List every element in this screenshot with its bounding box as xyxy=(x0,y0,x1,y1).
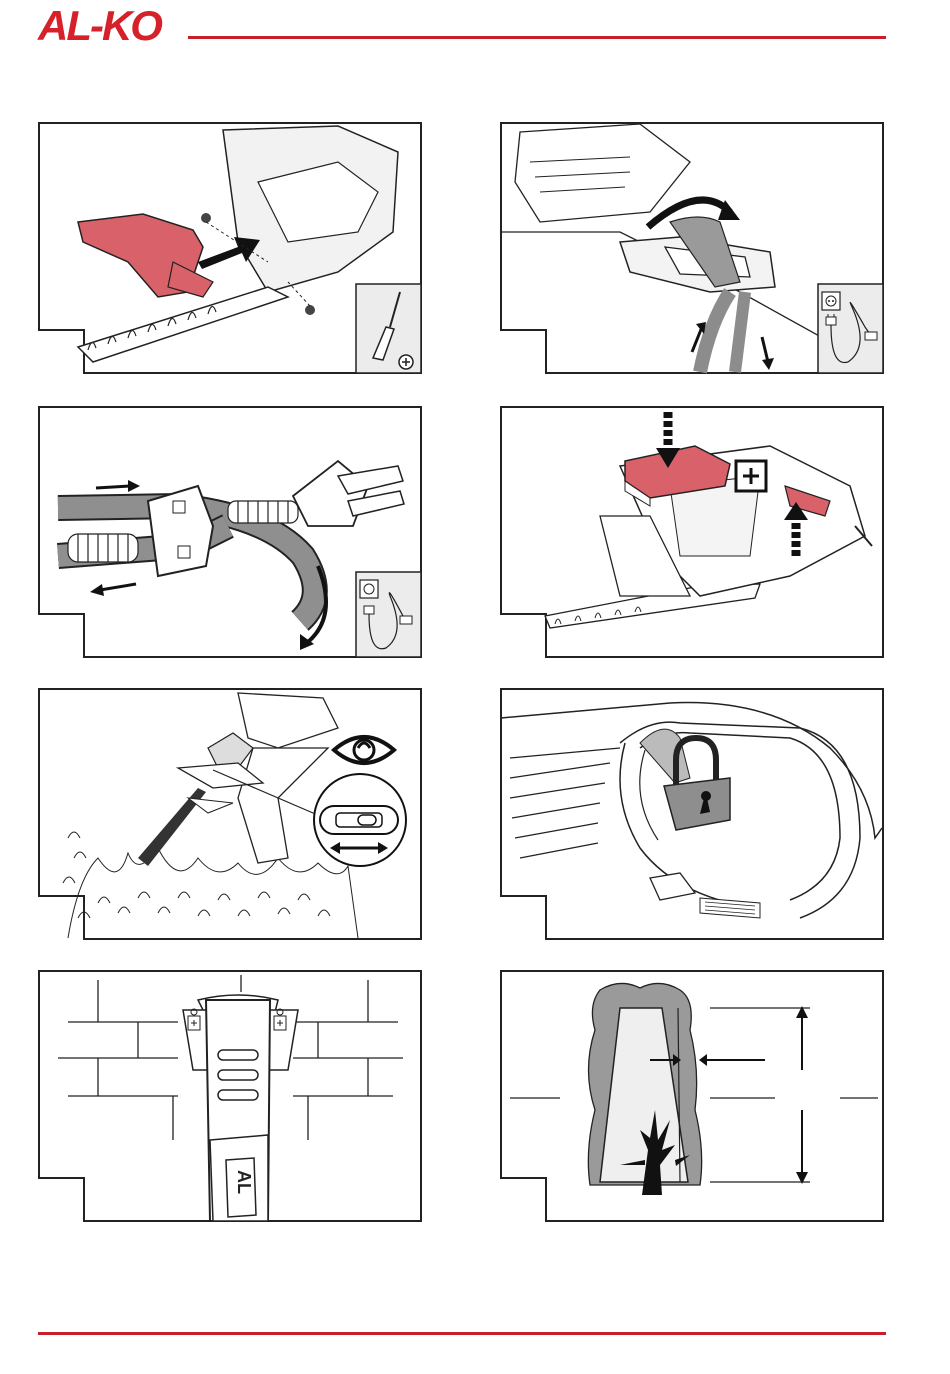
header-rule xyxy=(188,36,886,39)
phillips-icon xyxy=(399,355,413,369)
figure-2-drawing xyxy=(500,122,885,375)
strain-relief-clip xyxy=(148,486,213,576)
switch-icon xyxy=(320,806,398,834)
brand-logo-text: AL-KO xyxy=(38,2,161,49)
push-arrow xyxy=(96,486,130,488)
figure-1 xyxy=(38,122,423,375)
figure-3 xyxy=(38,406,423,659)
figure-6-drawing xyxy=(500,688,885,941)
wall-plate-logo: AL xyxy=(234,1170,254,1194)
figure-4-drawing xyxy=(500,406,885,659)
figure-1-drawing xyxy=(38,122,423,375)
footer-rule xyxy=(38,1332,886,1335)
figure-8 xyxy=(500,970,885,1223)
power-socket-icon xyxy=(360,580,378,598)
figure-4 xyxy=(500,406,885,659)
plus-box-icon xyxy=(736,461,766,491)
hedge-icon xyxy=(588,983,701,1185)
figure-6 xyxy=(500,688,885,941)
figure-2 xyxy=(500,122,885,375)
figure-5-drawing xyxy=(38,688,423,941)
figure-3-drawing xyxy=(38,406,423,659)
figure-8-drawing xyxy=(500,970,885,1223)
figure-7-drawing: AL xyxy=(38,970,423,1223)
power-socket-icon xyxy=(822,292,840,310)
figure-5 xyxy=(38,688,423,941)
brand-logo: AL-KO xyxy=(38,2,161,50)
figure-7: AL xyxy=(38,970,423,1223)
